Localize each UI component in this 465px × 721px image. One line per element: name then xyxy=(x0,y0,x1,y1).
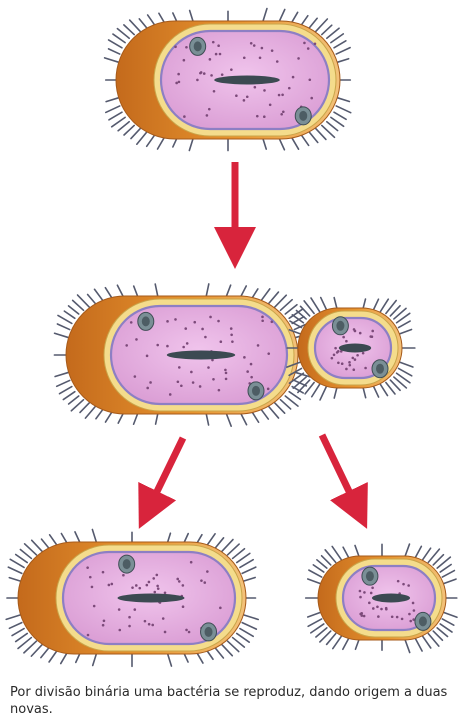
bacterium-dividing-right xyxy=(287,298,415,400)
bacterium-dividing-left xyxy=(54,284,310,426)
bacterium-parent xyxy=(105,9,351,151)
nucleoid xyxy=(339,344,371,353)
binary-fission-diagram xyxy=(0,0,465,685)
bacterium-daughter-right xyxy=(306,544,457,652)
nucleoid xyxy=(167,351,235,360)
arrow-down-right-icon xyxy=(322,435,358,510)
nucleoid xyxy=(118,594,185,603)
caption: Por divisão binária uma bactéria se repr… xyxy=(10,684,460,718)
bacterium-daughter-left xyxy=(6,529,258,666)
nucleoid xyxy=(214,76,280,85)
nucleoid xyxy=(372,594,410,603)
arrow-down-left-icon xyxy=(148,438,183,510)
